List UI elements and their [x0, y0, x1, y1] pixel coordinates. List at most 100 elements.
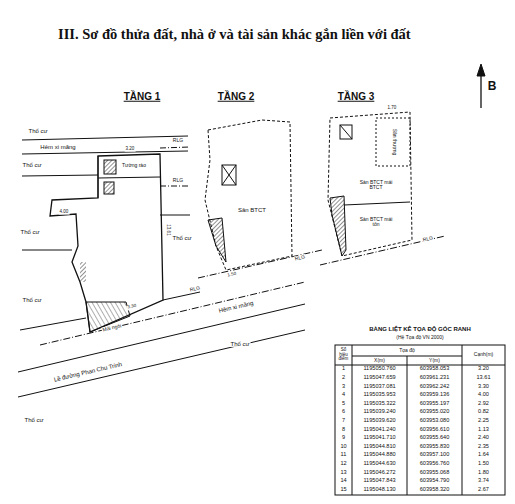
street-label: Lề đường Phan Chu Trinh [52, 361, 123, 383]
dimension: 1.50 [226, 271, 238, 278]
table-header: Y(m) [429, 358, 440, 363]
table-cell: 8 [342, 427, 345, 433]
hatch-area [80, 262, 86, 282]
floor-heading: TẦNG 1 [124, 92, 161, 103]
table-cell: 12 [340, 461, 346, 467]
stair [104, 160, 116, 174]
table-cell: 1195035.322 [363, 401, 395, 407]
north-arrow [480, 72, 481, 108]
table-cell: 1195041.710 [363, 435, 395, 441]
table-rule [352, 345, 353, 495]
table-cell: 1195041.240 [363, 427, 395, 433]
table-subtitle: (Hệ Tọa độ VN 2000) [396, 335, 443, 340]
table-cell: 1.80 [478, 470, 489, 476]
table-cell: 603954.790 [420, 478, 450, 484]
neighbour-line [22, 175, 98, 176]
table-cell: 603958.320 [420, 487, 450, 493]
area-label: Thổ cư [21, 297, 42, 303]
table-cell: 2.35 [478, 444, 489, 450]
table-cell: 1195048.130 [363, 487, 395, 493]
table-cell: 2.40 [478, 435, 489, 441]
table-cell: 3 [342, 384, 345, 390]
table-cell: 10 [340, 444, 346, 450]
rlg-label: RLG [421, 235, 434, 243]
table-cell: 4 [342, 392, 345, 398]
table-header: X(m) [374, 358, 385, 363]
area-label: Tường rào [121, 163, 147, 168]
floor-outline [328, 112, 412, 256]
tile-roof [86, 302, 130, 332]
rlg-line [198, 250, 322, 278]
table-cell: 15 [340, 487, 346, 493]
dimension: 13.61 [166, 223, 171, 236]
area-label: Hẻm xi măng [39, 144, 76, 150]
table-cell: 1195044.880 [363, 452, 395, 458]
table-cell: 14 [340, 478, 346, 484]
rlg-label: RLG [172, 178, 184, 183]
table-cell: 3.74 [478, 478, 489, 484]
table-rule [462, 345, 463, 495]
neighbour-line [22, 250, 72, 251]
table-rule [335, 365, 505, 366]
table-cell: 1195035.953 [363, 392, 395, 398]
table-cell: 603955.068 [420, 470, 450, 476]
table-cell: 1.64 [478, 452, 489, 458]
table-header: Số hiệu điểm [336, 348, 351, 362]
table-cell: 603956.610 [420, 427, 450, 433]
alley-edge [22, 151, 188, 154]
table-title: BẢNG LIỆT KÊ TỌA ĐỘ GÓC RANH [369, 326, 470, 332]
table-cell: 1195047.843 [363, 478, 395, 484]
wall [98, 177, 160, 178]
table-rule [407, 356, 408, 495]
stair [104, 182, 114, 194]
table-cell: 2 [342, 375, 345, 381]
terrace [376, 118, 410, 166]
table-cell: 13.61 [477, 375, 491, 381]
table-cell: 1195046.272 [363, 470, 395, 476]
floor-heading: TẦNG 2 [218, 92, 255, 103]
table-cell: 1195037.081 [363, 384, 395, 390]
table-cell: 1 [342, 366, 345, 372]
road-edge [18, 330, 305, 397]
table-cell: 1195047.659 [363, 375, 395, 381]
neighbour-line [160, 215, 190, 216]
table-header: Tọa độ [399, 348, 415, 353]
table-cell: 603955.640 [420, 435, 450, 441]
wall [344, 202, 410, 205]
table-cell: 603955.830 [420, 444, 450, 450]
stair [222, 165, 236, 185]
floor-outline [205, 120, 292, 270]
area-label: Thổ cư [21, 162, 42, 168]
table-cell: 1195039.240 [363, 409, 395, 415]
table-cell: 603957.100 [420, 452, 450, 458]
north-arrow-head [477, 64, 485, 76]
floor-label: Sàn BTCT mái BTCT [356, 180, 396, 191]
stair-cross [340, 125, 352, 139]
table-cell: 603955.197 [420, 401, 450, 407]
neighbour-line [20, 318, 86, 330]
table-cell: 1195044.630 [363, 461, 395, 467]
area-label: Hẻm xi măng [217, 300, 255, 315]
area-label: Thổ cư [171, 235, 192, 241]
lot-outline [50, 154, 163, 332]
stair-cross [222, 165, 236, 185]
dimension: 3.20 [125, 147, 136, 152]
table-cell: 4.00 [478, 392, 489, 398]
dimension: 3.30 [126, 303, 138, 310]
rlg-label: RLG [293, 254, 306, 262]
table-cell: 603955.020 [420, 409, 450, 415]
neighbour-line [163, 292, 200, 300]
terrace-label: Sân thượng [391, 128, 396, 157]
table-header: Cạnh(m) [474, 352, 493, 357]
table-cell: 603962.242 [420, 384, 450, 390]
dimension: 4.00 [59, 210, 70, 215]
table-cell: 0.82 [478, 409, 489, 415]
stair [340, 125, 352, 139]
table-cell: 11 [341, 452, 347, 458]
hatch-area [330, 196, 346, 256]
area-label: Thổ cư [229, 341, 250, 347]
table-cell: 1195050.760 [363, 366, 395, 372]
table-cell: 6 [342, 409, 345, 415]
table-cell: 603959.136 [420, 392, 450, 398]
